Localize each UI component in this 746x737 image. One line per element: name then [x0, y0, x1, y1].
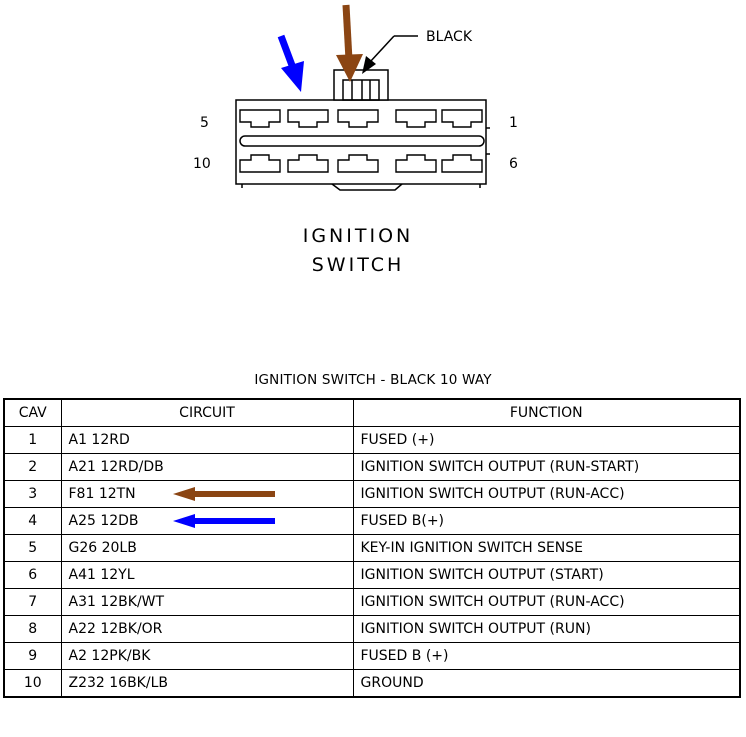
- connector-terminals: [239, 109, 483, 173]
- terminal-slot: [337, 109, 379, 128]
- cell-cav: 5: [3, 534, 62, 562]
- circuit-label: A21 12RD/DB: [68, 459, 164, 475]
- cell-circuit: A31 12BK/WT: [60, 588, 354, 616]
- callout-pointer: [369, 35, 395, 63]
- cell-circuit: G26 20LB: [60, 534, 354, 562]
- circuit-cell-content: A1 12RD: [69, 432, 353, 448]
- table-row: 7 A31 12BK/WT IGNITION SWITCH OUTPUT (RUN-…: [3, 588, 741, 616]
- table-body: 1 A1 12RD FUSED (+) 2 A21 12RD/DB IGNITION SW…: [3, 426, 741, 698]
- cavity-label-6: 6: [509, 156, 518, 172]
- table-row: 10 Z232 16BK/LB GROUND: [3, 669, 741, 698]
- circuit-label: F81 12TN: [68, 486, 136, 502]
- terminal-slot: [287, 109, 329, 128]
- cell-function: FUSED (+): [352, 426, 741, 454]
- terminal-slot: [337, 154, 379, 173]
- terminal-slot: [239, 109, 281, 128]
- cell-function: IGNITION SWITCH OUTPUT (RUN-START): [352, 453, 741, 481]
- cell-circuit: Z232 16BK/LB: [60, 669, 354, 698]
- table-row: 4 A25 12DB FUSED B(+): [3, 507, 741, 535]
- circuit-label: Z232 16BK/LB: [68, 675, 168, 691]
- table-row: 3 F81 12TN IGNITION SWITCH OUTPUT (RUN-ACC…: [3, 480, 741, 508]
- cell-circuit: A22 12BK/OR: [60, 615, 354, 643]
- circuit-label: A2 12PK/BK: [68, 648, 151, 664]
- circuit-cell-content: A25 12DB: [69, 513, 353, 529]
- callout-arrowhead: [362, 56, 376, 74]
- terminal-slot: [395, 154, 437, 173]
- table-row: 5 G26 20LB KEY-IN IGNITION SWITCH SENSE: [3, 534, 741, 562]
- table-title: IGNITION SWITCH - BLACK 10 WAY: [254, 372, 492, 388]
- cell-cav: 1: [3, 426, 62, 454]
- terminal-slot: [395, 109, 437, 128]
- table-row: 1 A1 12RD FUSED (+): [3, 426, 741, 454]
- cell-circuit: A1 12RD: [60, 426, 354, 454]
- cell-circuit: A25 12DB: [60, 507, 354, 535]
- cell-function: IGNITION SWITCH OUTPUT (START): [352, 561, 741, 589]
- terminal-slot: [441, 109, 483, 128]
- table-row: 8 A22 12BK/OR IGNITION SWITCH OUTPUT (RUN): [3, 615, 741, 643]
- cell-cav: 10: [3, 669, 62, 698]
- circuit-label: A41 12YL: [68, 567, 135, 583]
- cell-function: GROUND: [352, 669, 741, 698]
- cell-cav: 6: [3, 561, 62, 589]
- connector-body: [235, 69, 490, 191]
- circuit-cell-content: G26 20LB: [69, 540, 353, 556]
- cell-cav: 9: [3, 642, 62, 670]
- component-title-line2: SWITCH: [312, 254, 405, 276]
- circuit-cell-content: A21 12RD/DB: [69, 459, 353, 475]
- header-cav: CAV: [3, 398, 62, 427]
- cell-function: KEY-IN IGNITION SWITCH SENSE: [352, 534, 741, 562]
- cell-cav: 4: [3, 507, 62, 535]
- circuit-cell-content: A2 12PK/BK: [69, 648, 353, 664]
- cell-circuit: A21 12RD/DB: [60, 453, 354, 481]
- cell-circuit: F81 12TN: [60, 480, 354, 508]
- table-header-row: CAV CIRCUIT FUNCTION: [3, 398, 741, 427]
- cell-cav: 3: [3, 480, 62, 508]
- cell-cav: 8: [3, 615, 62, 643]
- brown-arrow: [336, 4, 363, 82]
- table-row: 6 A41 12YL IGNITION SWITCH OUTPUT (START): [3, 561, 741, 589]
- cell-function: FUSED B(+): [352, 507, 741, 535]
- circuit-cell-content: A41 12YL: [69, 567, 353, 583]
- blue-arrow: [277, 34, 304, 92]
- cavity-label-10: 10: [193, 156, 211, 172]
- color-label: BLACK: [426, 29, 473, 45]
- cavity-label-1: 1: [509, 115, 518, 131]
- cell-function: FUSED B (+): [352, 642, 741, 670]
- header-function: FUNCTION: [352, 398, 741, 427]
- cell-cav: 7: [3, 588, 62, 616]
- cell-cav: 2: [3, 453, 62, 481]
- terminal-slot: [239, 154, 281, 173]
- circuit-cell-content: F81 12TN: [69, 486, 353, 502]
- table-row: 2 A21 12RD/DB IGNITION SWITCH OUTPUT (RUN-…: [3, 453, 741, 481]
- circuit-cell-content: A31 12BK/WT: [69, 594, 353, 610]
- cell-circuit: A41 12YL: [60, 561, 354, 589]
- component-title-line1: IGNITION: [303, 225, 414, 247]
- circuit-label: G26 20LB: [68, 540, 137, 556]
- cavity-label-5: 5: [200, 115, 209, 131]
- brown-row-arrow: [172, 487, 275, 501]
- cell-function: IGNITION SWITCH OUTPUT (RUN): [352, 615, 741, 643]
- connector-diagram: 5 1 10 6 BLACK IGNITION SWITCH: [193, 4, 518, 276]
- circuit-label: A22 12BK/OR: [68, 621, 163, 637]
- circuit-label: A1 12RD: [68, 432, 130, 448]
- table-row: 9 A2 12PK/BK FUSED B (+): [3, 642, 741, 670]
- blue-row-arrow: [172, 514, 275, 528]
- circuit-label: A31 12BK/WT: [68, 594, 165, 610]
- header-circuit: CIRCUIT: [60, 398, 354, 427]
- cell-function: IGNITION SWITCH OUTPUT (RUN-ACC): [352, 588, 741, 616]
- terminal-slot: [287, 154, 329, 173]
- circuit-label: A25 12DB: [68, 513, 139, 529]
- circuit-cell-content: A22 12BK/OR: [69, 621, 353, 637]
- circuit-cell-content: Z232 16BK/LB: [69, 675, 353, 691]
- cell-function: IGNITION SWITCH OUTPUT (RUN-ACC): [352, 480, 741, 508]
- cell-circuit: A2 12PK/BK: [60, 642, 354, 670]
- terminal-slot: [441, 154, 483, 173]
